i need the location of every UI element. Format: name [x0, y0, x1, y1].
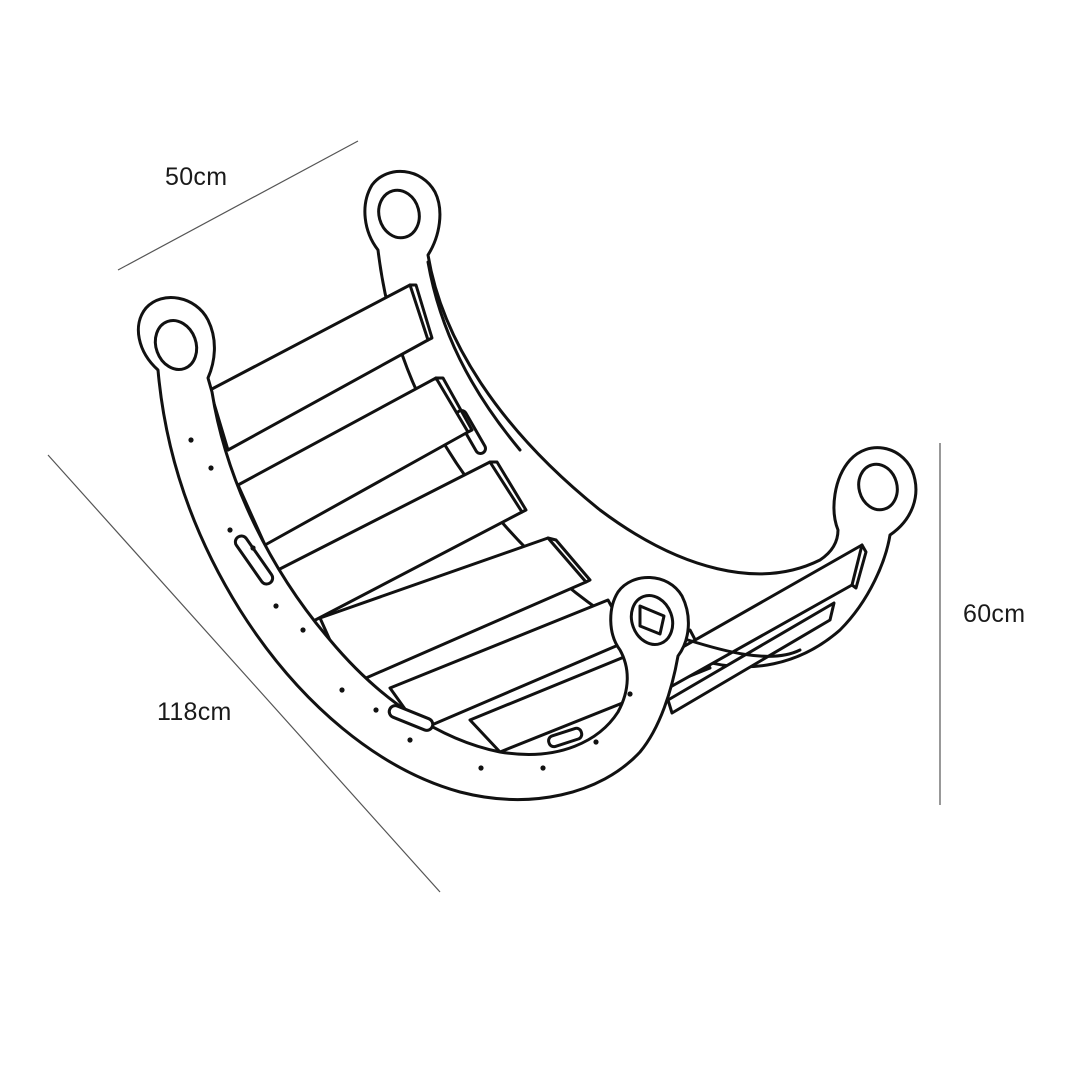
back-right-handle-hole — [857, 462, 899, 512]
width-dimension-line — [117, 140, 359, 271]
width-label: 50cm — [165, 163, 228, 191]
front-slot-1 — [233, 534, 275, 586]
length-dimension-line — [47, 454, 441, 893]
front-side-panel — [136, 296, 690, 801]
height-label: 60cm — [963, 600, 1026, 628]
slats — [208, 283, 868, 754]
front-left-handle-hole — [153, 319, 199, 371]
back-left-handle-hole — [377, 188, 421, 240]
screw-holes — [188, 437, 633, 771]
length-label: 118cm — [157, 698, 232, 726]
front-slot-3 — [547, 726, 584, 749]
front-slot-2 — [387, 704, 435, 732]
back-edge-arc — [686, 638, 802, 658]
